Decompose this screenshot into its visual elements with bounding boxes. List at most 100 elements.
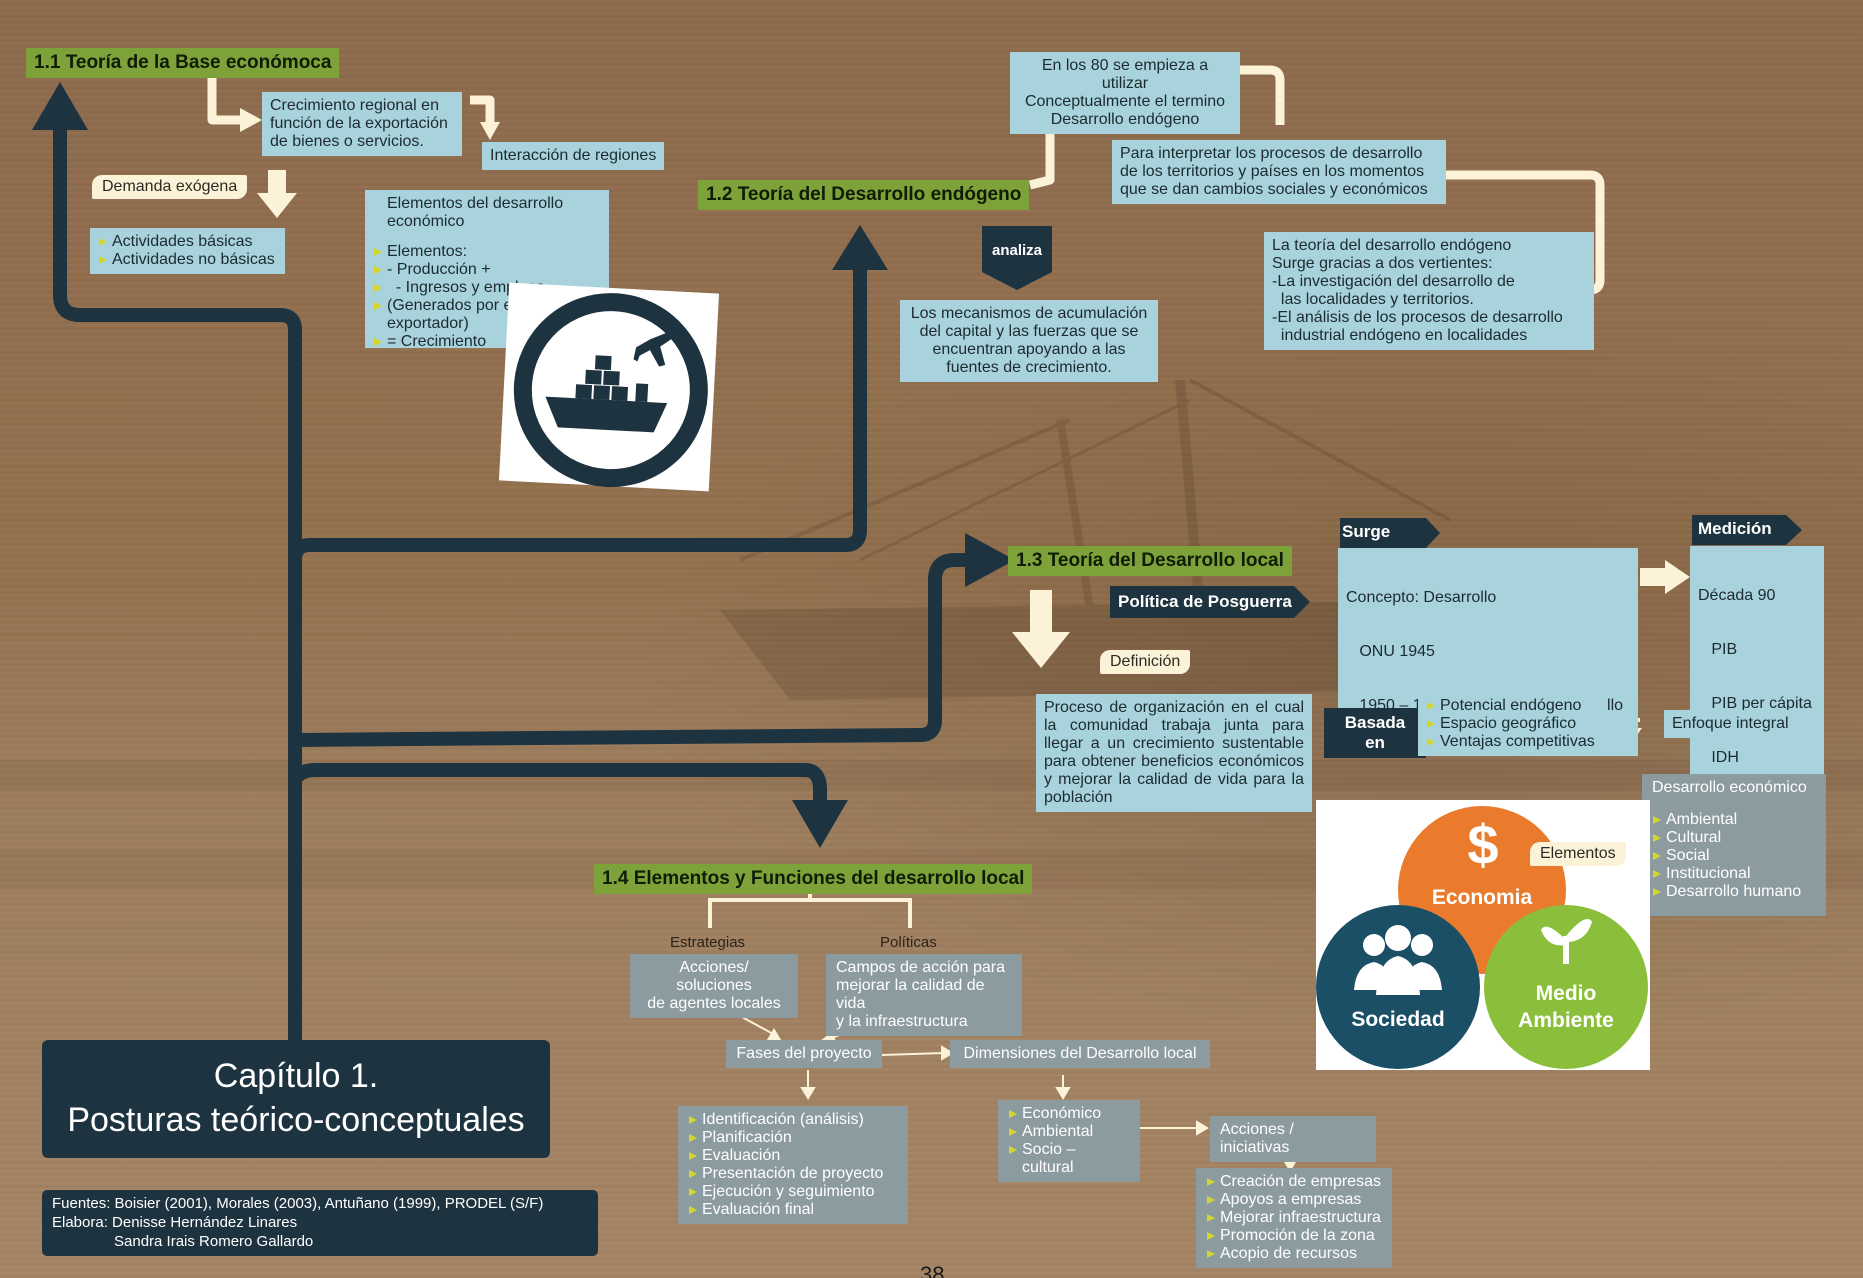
text-line: encuentran apoyando a las xyxy=(932,341,1126,358)
sprout-icon xyxy=(1541,919,1592,964)
cream-arrow-a xyxy=(240,108,262,132)
text-line: del capital y las fuerzas que se xyxy=(919,323,1139,340)
list-item: Ambiental xyxy=(1008,1123,1130,1141)
politicas-label: Políticas xyxy=(880,934,937,951)
venn-circles xyxy=(1316,806,1648,1069)
text-line: PIB per cápita xyxy=(1698,695,1812,712)
arrow-tip-4 xyxy=(800,1087,816,1100)
text-line: IDH xyxy=(1698,749,1739,766)
chapter-title-box: Capítulo 1. Posturas teórico-conceptuale… xyxy=(42,1040,550,1158)
list-item: Potencial endógeno xyxy=(1426,697,1600,715)
text-line: función de la exportación xyxy=(270,115,448,132)
list-item: Presentación de proyecto xyxy=(688,1165,898,1183)
list-item: Acopio de recursos xyxy=(1206,1245,1382,1263)
list-item: Desarrollo humano xyxy=(1652,883,1816,901)
list-item: Elementos: xyxy=(373,243,601,261)
list-item: Ejecución y seguimiento xyxy=(688,1183,898,1201)
dollar-icon: $ xyxy=(1467,813,1499,876)
arrow-tip-6 xyxy=(1196,1120,1209,1136)
list-item: Ventajas competitivas xyxy=(1426,733,1600,751)
cream-arrow-d xyxy=(1012,632,1070,668)
economia-label: Economia xyxy=(1431,886,1533,909)
medicion-ribbon xyxy=(1692,515,1802,545)
title-1-2: 1.2 Teoría del Desarrollo endógeno xyxy=(698,180,1030,210)
acciones-items-box: Creación de empresas Apoyos a empresas M… xyxy=(1196,1168,1392,1268)
text-line: Surge gracias a dos vertientes: xyxy=(1272,255,1493,272)
elementos-tag: Elementos xyxy=(1530,842,1626,866)
text-line: -La investigación del desarrollo de xyxy=(1272,273,1515,290)
list-item: Socio – cultural xyxy=(1008,1141,1130,1177)
list-item: Mejorar infraestructura xyxy=(1206,1209,1382,1227)
text-line: La teoría del desarrollo endógeno xyxy=(1272,237,1512,254)
mecanismos-box: Los mecanismos de acumulación del capita… xyxy=(900,300,1158,382)
text-line: mejorar la calidad de vida xyxy=(836,977,985,1012)
sociedad-label: Sociedad xyxy=(1351,1008,1445,1031)
fuentes-text: Fuentes: Boisier (2001), Morales (2003),… xyxy=(52,1195,544,1212)
title-1-4: 1.4 Elementos y Funciones del desarrollo… xyxy=(594,864,1033,894)
group-of-people-icon xyxy=(1354,925,1442,995)
list-item: Identificación (análisis) xyxy=(688,1111,898,1129)
estrategias-label: Estrategias xyxy=(670,934,746,951)
text-line: Elementos del desarrollo xyxy=(387,195,564,212)
interaccion-regiones-box: Interacción de regiones xyxy=(482,142,665,170)
text-line: Concepto: Desarrollo xyxy=(1346,589,1497,606)
list-item: Ambiental xyxy=(1652,811,1816,829)
list-item: Apoyos a empresas xyxy=(1206,1191,1382,1209)
text-line: en xyxy=(1365,733,1385,752)
enfoque-integral-box: Enfoque integral xyxy=(1664,710,1814,738)
text-line: Basada xyxy=(1344,713,1406,732)
text-line: de los territorios y países en los momen… xyxy=(1120,163,1425,180)
text-line: Desarrollo económico xyxy=(1652,779,1807,796)
decada-box: Década 90 PIB PIB per cápita IDH xyxy=(1690,546,1824,808)
text-line: Para interpretar los procesos de desarro… xyxy=(1120,145,1423,162)
text-line: Acciones/ soluciones xyxy=(676,959,752,994)
title-1-1: 1.1 Teoría de la Base económoca xyxy=(26,48,340,78)
text-line: de bienes o servicios. xyxy=(270,133,424,150)
text-line: PIB xyxy=(1698,641,1738,658)
medio-ambiente-label: Medio Ambiente xyxy=(1496,980,1636,1034)
fases-proyecto-box: Fases del proyecto xyxy=(726,1040,882,1068)
chapter-line-1: Capítulo 1. xyxy=(213,1057,379,1095)
venn-diagram: $ Economia Sociedad Medio Ambiente xyxy=(1316,800,1650,1070)
ochenta-box: En los 80 se empieza a utilizar Conceptu… xyxy=(1010,52,1240,134)
proceso-box: Proceso de organización en el cual la co… xyxy=(1036,694,1312,812)
text-line: Campos de acción para xyxy=(836,959,1005,976)
fases-items-box: Identificación (análisis) Planificación … xyxy=(678,1106,908,1224)
potencial-box: Potencial endógeno Espacio geográfico Ve… xyxy=(1418,692,1608,756)
cream-arrow-b xyxy=(480,122,500,140)
campos-accion-box: Campos de acción para mejorar la calidad… xyxy=(826,954,1022,1036)
list-item: Evaluación final xyxy=(688,1201,898,1219)
arrow-tip-3 xyxy=(941,1045,954,1061)
acciones-soluciones-box: Acciones/ soluciones de agentes locales xyxy=(630,954,798,1018)
text-line: y la infraestructura xyxy=(836,1013,968,1030)
actividades-box: Actividades básicas Actividades no básic… xyxy=(90,228,285,274)
list-item: Actividades no básicas xyxy=(98,251,277,269)
definicion-tag: Definición xyxy=(1100,650,1191,674)
analiza-pennant xyxy=(982,226,1052,290)
basada-en-label: Basada en xyxy=(1324,708,1426,758)
desarrollo-economico-box: Desarrollo económico Ambiental Cultural … xyxy=(1642,774,1826,916)
list-item: Creación de empresas xyxy=(1206,1173,1382,1191)
list-item: Actividades básicas xyxy=(98,233,277,251)
text-line: Década 90 xyxy=(1698,587,1776,604)
text-line: económico xyxy=(387,213,465,230)
elabora-text: Elabora: Denisse Hernández Linares xyxy=(52,1214,298,1231)
demanda-exogena-tag: Demanda exógena xyxy=(92,175,248,199)
posguerra-ribbon xyxy=(1110,586,1310,618)
surge-label: Surge xyxy=(1342,522,1391,541)
text-line: ONU 1945 xyxy=(1346,643,1435,660)
posguerra-label: Política de Posguerra xyxy=(1118,592,1292,611)
text-line: Crecimiento regional en xyxy=(270,97,439,114)
crecimiento-regional-box: Crecimiento regional en función de la ex… xyxy=(262,92,462,156)
text-line: industrial endógeno en localidades xyxy=(1272,327,1528,344)
text-line: que se dan cambios sociales y económicos xyxy=(1120,181,1428,198)
dimensiones-box: Dimensiones del Desarrollo local xyxy=(950,1040,1210,1068)
text-line: -El análisis de los procesos de desarrol… xyxy=(1272,309,1563,326)
list-item: Promoción de la zona xyxy=(1206,1227,1382,1245)
acciones-iniciativas-box: Acciones / iniciativas xyxy=(1210,1116,1376,1162)
list-item: Social xyxy=(1652,847,1816,865)
text-line: Los mecanismos de acumulación xyxy=(910,305,1148,322)
list-item: Espacio geográfico xyxy=(1426,715,1600,733)
